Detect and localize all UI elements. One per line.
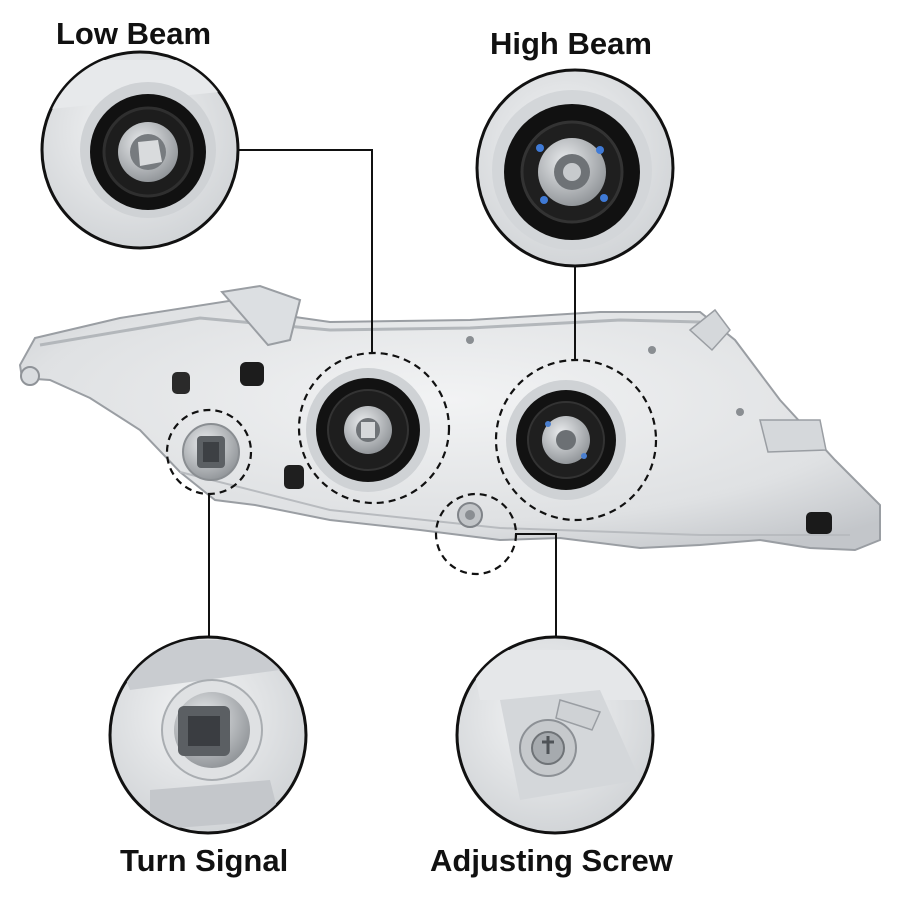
low-beam-socket	[306, 368, 430, 492]
adjusting-screw-label: Adjusting Screw	[430, 843, 673, 878]
high-beam-socket	[506, 380, 626, 500]
low-beam-highlight	[297, 351, 451, 505]
headlight-housing	[18, 284, 881, 552]
low-beam-leader	[238, 149, 373, 354]
adjusting-screw	[457, 502, 483, 528]
turn-signal-zoom	[108, 635, 308, 835]
low-beam-label: Low Beam	[56, 16, 212, 51]
turn-signal-socket	[182, 423, 240, 481]
adjusting-screw-zoom	[455, 635, 655, 835]
leader-lines	[208, 149, 576, 638]
high-beam-label: High Beam	[490, 26, 652, 61]
low-beam-zoom	[40, 50, 240, 250]
turn-signal-label: Turn Signal	[120, 843, 289, 878]
adjusting-screw-leader	[515, 533, 557, 638]
high-beam-zoom	[475, 68, 675, 268]
